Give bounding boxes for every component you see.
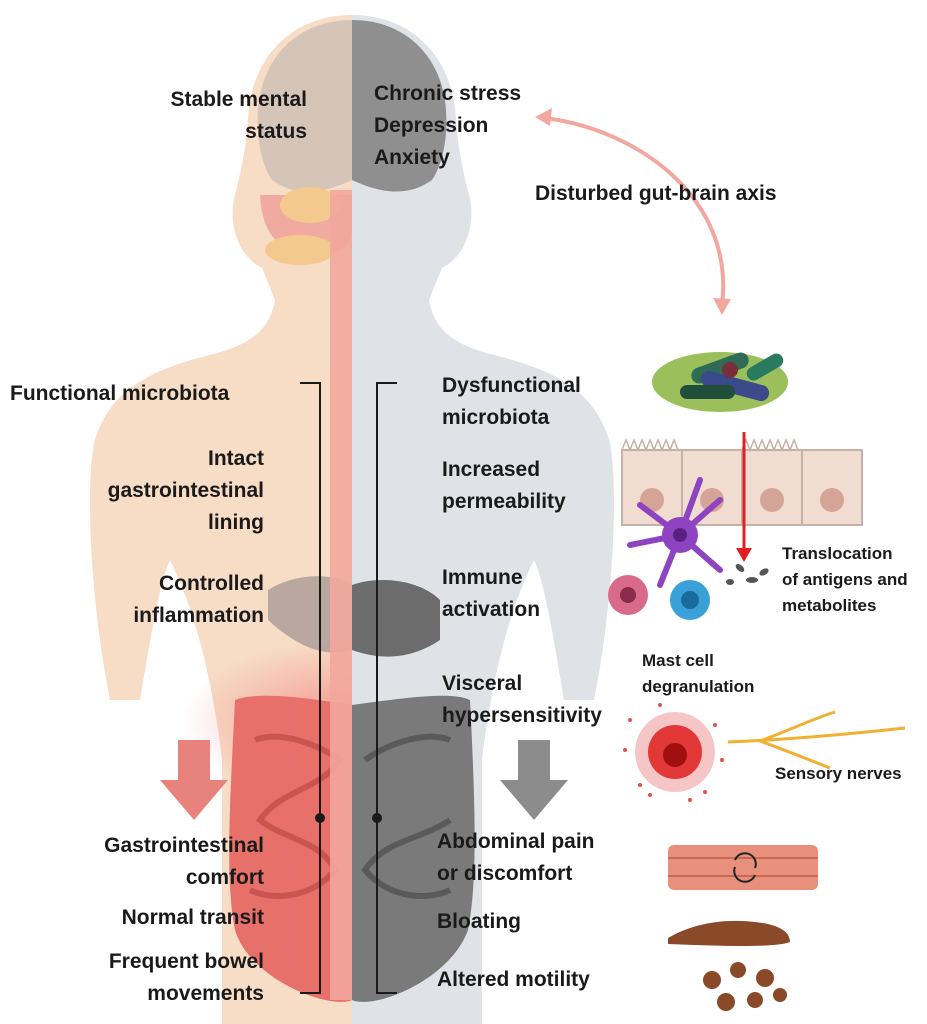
lymphocyte-icon <box>670 580 710 620</box>
sensory-nerve-icon <box>727 710 906 770</box>
healthy-microbiota-label: Functional microbiota <box>10 382 230 405</box>
disordered-bracket <box>376 382 397 994</box>
gut-brain-axis-arrow <box>544 116 726 306</box>
disordered-body-silhouette <box>352 15 614 1024</box>
epithelium-icon <box>621 437 863 526</box>
healthy-bracket-dot <box>315 813 325 823</box>
healthy-transit-label: Normal transit <box>121 906 264 929</box>
loose-stool-icon <box>668 920 790 946</box>
healthy-down-arrow <box>160 740 228 820</box>
intestine-segment-icon <box>668 845 818 890</box>
antigen-particles-icon <box>726 564 769 585</box>
hard-stool-icon <box>703 962 787 1011</box>
disordered-motility-label: Altered motility <box>437 968 590 991</box>
gut-brain-axis-label: Disturbed gut-brain axis <box>535 182 777 205</box>
disordered-bloating-label: Bloating <box>437 910 521 933</box>
translocation-arrowhead <box>736 548 752 562</box>
healthy-body-silhouette <box>90 15 352 1024</box>
disordered-down-arrow <box>500 740 568 820</box>
mast-cell-small-icon <box>608 575 648 615</box>
healthy-bracket <box>300 382 321 994</box>
microbiota-cluster-icon <box>652 352 788 412</box>
degranulating-mast-cell-icon <box>623 703 724 802</box>
disordered-bracket-dot <box>372 813 382 823</box>
axis-arrowhead-bottom <box>713 298 731 315</box>
dendritic-cell-icon <box>627 477 723 588</box>
sensory-nerves-label: Sensory nerves <box>775 764 902 783</box>
axis-arrowhead-top <box>535 108 552 126</box>
